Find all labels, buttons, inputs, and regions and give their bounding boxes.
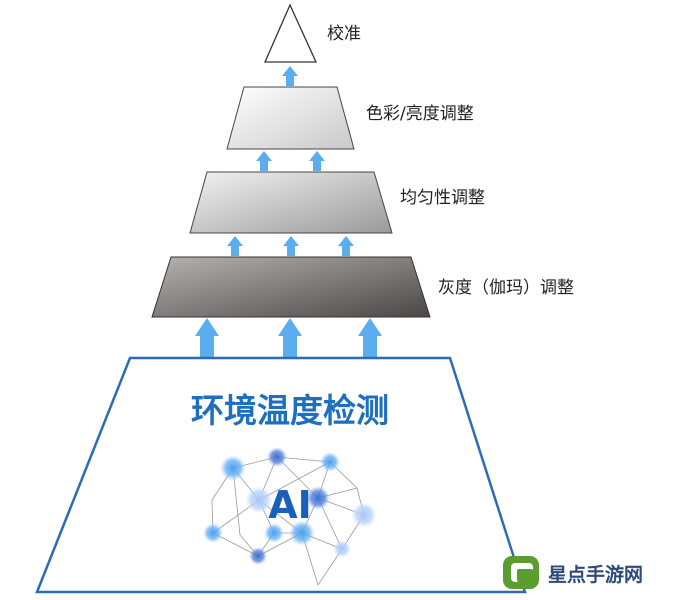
up-arrow-icon xyxy=(195,318,219,358)
watermark-text: 星点手游网 xyxy=(548,563,643,586)
base-shape xyxy=(35,356,527,594)
level-gamma-shape xyxy=(151,256,431,318)
up-arrow-icon xyxy=(256,151,272,171)
up-arrow-icon xyxy=(309,151,325,171)
level-calibration-shape xyxy=(264,3,318,63)
base-title: 环境温度检测 xyxy=(191,391,389,430)
level-gamma-label: 灰度（伽玛）调整 xyxy=(438,278,574,298)
level-color-label: 色彩/亮度调整 xyxy=(366,104,474,124)
up-arrow-icon xyxy=(278,318,302,358)
up-arrow-icon xyxy=(282,66,298,86)
up-arrow-icon xyxy=(227,236,243,256)
level-uniformity-label: 均匀性调整 xyxy=(400,188,485,208)
up-arrow-icon xyxy=(338,236,354,256)
up-arrow-icon xyxy=(283,236,299,256)
network-nodes xyxy=(203,447,377,565)
level-calibration-label: 校准 xyxy=(327,24,361,44)
level-uniformity-shape xyxy=(189,171,393,234)
level-color-shape xyxy=(226,86,355,150)
up-arrow-icon xyxy=(358,318,382,358)
watermark-logo-icon xyxy=(503,556,539,589)
ai-label: AI xyxy=(268,483,312,527)
